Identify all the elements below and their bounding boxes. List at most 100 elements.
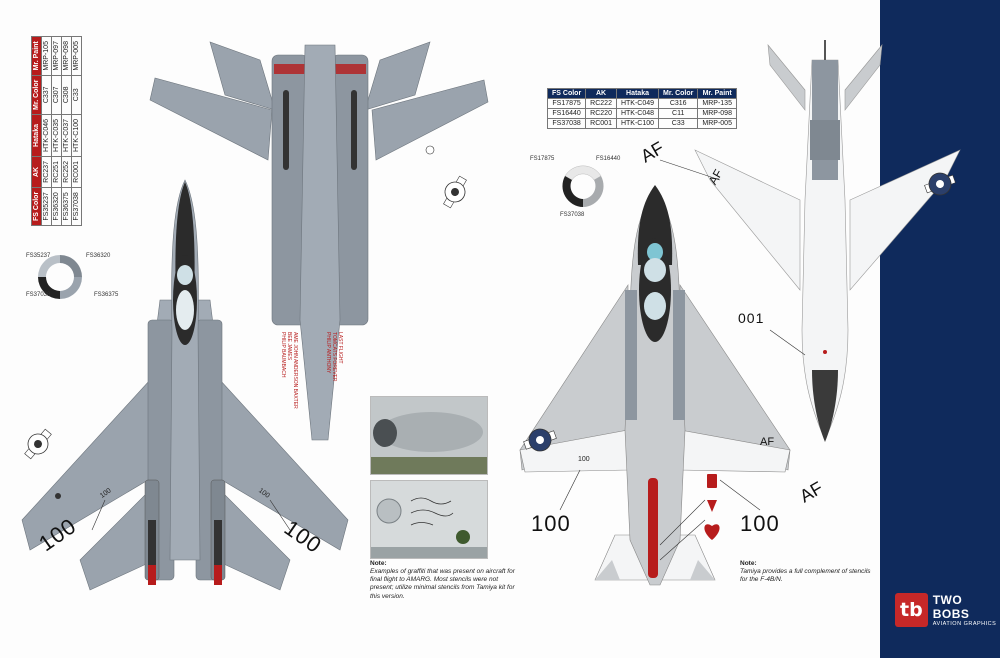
f4-bottom-left-wing [694, 149, 801, 291]
table-cell: C316 [658, 98, 699, 109]
graffiti-stencil-left: AME JOHN ANDERSON BAXTER BEE JAMES PHILI… [280, 332, 298, 409]
table-cell: MRP-105 [41, 36, 52, 76]
left-color-swatch [38, 255, 82, 299]
table-cell: HTK-C046 [41, 114, 52, 157]
f14-bottom-fuselage [299, 44, 341, 441]
f14-bottom-right-stab [364, 41, 431, 111]
table-cell: MRP-005 [697, 118, 737, 129]
table-cell: MRP-135 [697, 98, 737, 109]
table-cell: FS16440 [546, 108, 587, 119]
table-header-cell: Hataka [615, 88, 660, 99]
reference-photo-bottom [370, 480, 488, 559]
f4-top-view [519, 185, 791, 586]
table-cell: MRP-005 [71, 36, 82, 76]
logo-mark: tb [895, 593, 928, 627]
f14-top-view [21, 179, 349, 591]
table-cell: HTK-C048 [615, 108, 660, 119]
table-cell: C33 [658, 118, 699, 129]
table-cell: RC251 [51, 156, 62, 188]
note-left: Note: Examples of graffiti that was pres… [370, 560, 520, 601]
f14-bottom-right-wing [371, 79, 489, 161]
f4-bottom-view [659, 40, 961, 442]
table-cell: FS36320 [51, 187, 62, 226]
logo-text: TWO BOBS AVIATION GRAPHICS [933, 593, 1000, 627]
swatch-label: FS36320 [86, 253, 111, 259]
table-cell: RC222 [585, 98, 617, 109]
swatch-label: FS17875 [530, 156, 555, 162]
f4-bottom-roundel [924, 172, 956, 196]
table-header-cell: Hataka [31, 114, 42, 157]
table-cell: MRP-097 [51, 36, 62, 76]
logo-name: TWO BOBS [932, 593, 970, 621]
f14-bottom-roundel [443, 175, 467, 209]
tail-code-wing: AF [760, 436, 775, 448]
note-right: Note: Tamiya provides a full complement … [740, 560, 875, 584]
table-cell: C11 [658, 108, 699, 119]
f4-top-roundel [523, 428, 557, 452]
swatch-label: FS37038 [26, 292, 51, 298]
table-row: FS37038 RC001 HTK-C100 C33 MRP-005 [71, 36, 82, 226]
table-cell: HTK-C049 [615, 98, 660, 109]
table-header-cell: FS Color [31, 187, 42, 226]
f4-nose-number: 001 [738, 310, 765, 326]
table-cell: FS37038 [546, 118, 587, 129]
right-paint-table-header: FS Color AK Hataka Mr. Color Mr. Paint [546, 88, 737, 99]
table-cell: RC237 [41, 156, 52, 188]
table-header-cell: AK [585, 88, 617, 99]
reference-photo-top [370, 396, 488, 475]
red-symbols [704, 474, 720, 540]
f4-modex-left: 100 [531, 511, 571, 536]
table-cell: HTK-C035 [51, 114, 62, 157]
table-cell: RC001 [71, 156, 82, 188]
table-cell: HTK-C100 [615, 118, 660, 129]
left-paint-table-header: FS Color AK Hataka Mr. Color Mr. Paint [31, 36, 42, 226]
table-cell: RC252 [61, 156, 72, 188]
f14-bottom-left-stab [209, 41, 276, 111]
note-left-heading: Note: [370, 560, 387, 567]
table-header-cell: FS Color [546, 88, 587, 99]
left-paint-table: FS Color AK Hataka Mr. Color Mr. Paint F… [31, 36, 82, 226]
table-row: FS16440 RC220 HTK-C048 C11 MRP-098 [546, 108, 737, 119]
right-paint-table: FS Color AK Hataka Mr. Color Mr. Paint F… [546, 88, 737, 129]
table-header-cell: Mr. Paint [31, 36, 42, 76]
table-cell: FS36375 [61, 187, 72, 226]
table-cell: C307 [51, 75, 62, 115]
f4-modex-right: 100 [740, 511, 780, 536]
logo-tagline: AVIATION GRAPHICS [932, 621, 997, 627]
table-cell: C337 [41, 75, 52, 115]
table-cell: RC220 [585, 108, 617, 119]
table-header-cell: AK [31, 156, 42, 188]
table-header-cell: Mr. Paint [697, 88, 737, 99]
table-cell: FS37038 [71, 187, 82, 226]
f14-bottom-view [149, 41, 489, 441]
right-color-swatch [562, 165, 604, 207]
two-bobs-logo: tb TWO BOBS AVIATION GRAPHICS [895, 593, 1000, 627]
note-right-heading: Note: [740, 560, 757, 567]
table-row: FS37038 RC001 HTK-C100 C33 MRP-005 [546, 118, 737, 129]
table-cell: FS17875 [546, 98, 587, 109]
table-row: FS35237 RC237 HTK-C046 C337 MRP-105 [41, 36, 52, 226]
swatch-label: FS36375 [94, 292, 119, 298]
table-cell: RC001 [585, 118, 617, 129]
table-cell: MRP-098 [697, 108, 737, 119]
swatch-label: FS35237 [26, 253, 51, 259]
graffiti-stencil-right: LAST FLIGHT TOMCATS FOREVER PHILIP ANTHO… [325, 332, 343, 382]
table-cell: C308 [61, 75, 72, 115]
small-modex-f4-wing: 100 [578, 456, 590, 463]
note-left-body: Examples of graffiti that was present on… [370, 568, 515, 600]
table-cell: C33 [71, 75, 82, 115]
f4-bottom-right-wing [849, 149, 961, 291]
table-cell: HTK-C100 [71, 114, 82, 157]
swatch-label: FS16440 [596, 156, 621, 162]
navy-side-band [880, 0, 1000, 658]
swatch-label: FS37038 [560, 212, 585, 218]
table-cell: FS35237 [41, 187, 52, 226]
f14-bottom-left-wing [149, 77, 273, 161]
table-row: FS17875 RC222 HTK-C049 C316 MRP-135 [546, 98, 737, 109]
table-cell: MRP-098 [61, 36, 72, 76]
f14-top-roundel [24, 428, 52, 460]
note-right-body: Tamiya provides a full complement of ste… [740, 568, 871, 584]
table-row: FS36375 RC252 HTK-C037 C308 MRP-098 [61, 36, 72, 226]
